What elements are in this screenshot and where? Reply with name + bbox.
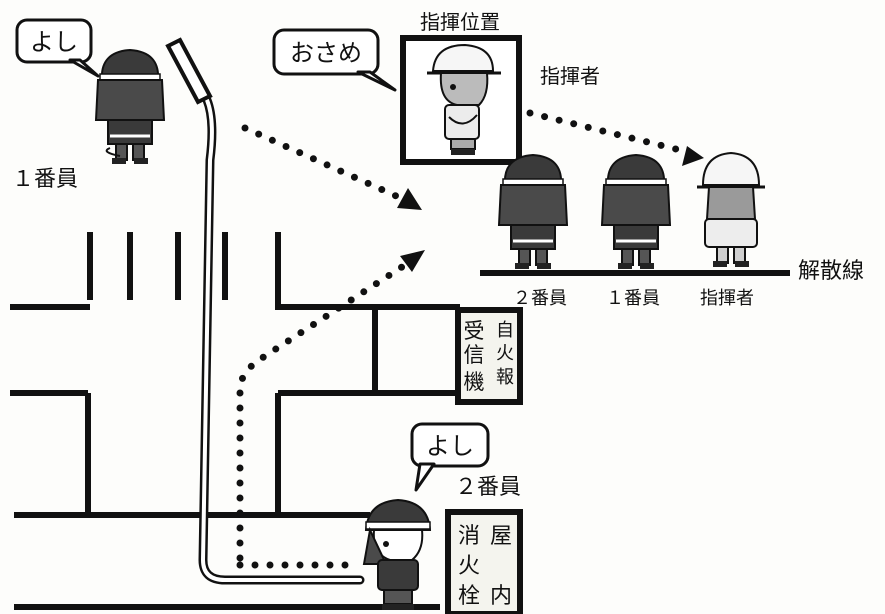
arrow-head-1-icon xyxy=(397,188,422,210)
movement-arrows xyxy=(236,109,704,569)
box-char: 自 xyxy=(496,320,514,341)
line-commander-figure-icon xyxy=(695,151,767,269)
box-char: 栓 xyxy=(458,584,480,609)
hose-line xyxy=(165,37,365,585)
nozzle-icon xyxy=(165,37,213,105)
speech-bubble-yoshi-1: よし xyxy=(15,18,100,78)
member-2-label: ２番員 xyxy=(455,475,521,500)
bubble-text: よし xyxy=(30,28,78,56)
member-1-label: １番員 xyxy=(12,167,78,192)
line-member-1-figure-icon xyxy=(600,153,672,271)
arrow-head-3-icon xyxy=(682,146,704,166)
indoor-hydrant-box: 消 火 栓 屋 内 xyxy=(445,509,523,614)
member-1-figure-icon xyxy=(94,48,166,166)
box-char: 報 xyxy=(496,367,514,388)
command-position-box: 指揮位置 xyxy=(400,10,522,165)
line-member-2-figure-icon xyxy=(497,153,569,271)
box-char: 機 xyxy=(464,370,485,394)
command-position-label: 指揮位置 xyxy=(420,10,500,34)
commander-figure-icon xyxy=(427,43,501,155)
speech-bubble-yoshi-2: よし xyxy=(410,422,490,492)
line-label-member-2: ２番員 xyxy=(513,288,567,309)
box-char: 火 xyxy=(496,343,514,364)
bubble-text: おさめ xyxy=(290,39,362,67)
speech-bubble-osame: おさめ xyxy=(272,28,397,92)
dismissal-line-label: 解散線 xyxy=(798,259,864,284)
box-char: 屋 xyxy=(490,524,512,549)
bubble-text: よし xyxy=(426,432,474,460)
box-char: 受 xyxy=(464,319,485,343)
box-char: 火 xyxy=(458,554,480,579)
commander-label-top: 指揮者 xyxy=(540,64,600,88)
box-char: 信 xyxy=(464,343,485,367)
line-label-member-1: １番員 xyxy=(606,288,660,309)
box-char: 消 xyxy=(458,524,480,549)
floor-plan xyxy=(10,232,460,610)
arrow-head-2-icon xyxy=(400,250,425,272)
line-label-commander: 指揮者 xyxy=(700,288,754,309)
box-char: 内 xyxy=(490,584,512,609)
member-2-figure-icon xyxy=(362,498,432,610)
fire-alarm-receiver-box: 受 信 機 自 火 報 xyxy=(455,307,523,405)
